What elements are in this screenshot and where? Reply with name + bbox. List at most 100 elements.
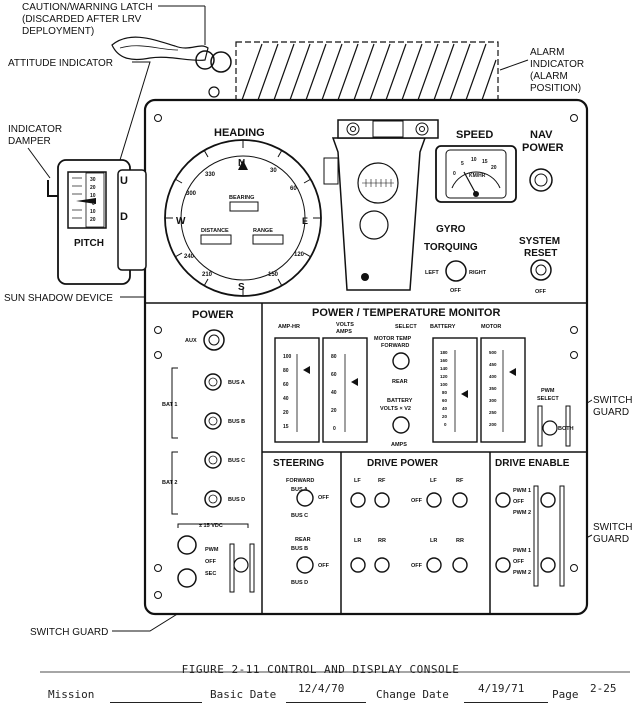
power-select-toggle[interactable] [233,557,249,573]
de-rear-right-switch[interactable] [540,557,556,573]
pwm1-label: PWM 1 [513,548,531,554]
mission-label: Mission [48,688,95,701]
wheel-lr-label: LR [430,538,437,544]
select-label: SELECT [395,324,417,330]
vdc-switch-1[interactable] [177,535,197,555]
system-reset: SYSTEM RESET OFF [519,236,560,295]
basic-date-blank [286,690,366,703]
volt-tick: 60 [331,372,337,378]
rear-label: REAR [392,379,408,385]
volt-tick: 0 [333,426,336,432]
steering-panel: STEERING FORWARD BUS A OFF BUS C REAR BU… [273,458,330,586]
bus-c-label: BUS C [291,513,308,519]
de-rear-left-switch[interactable] [495,557,511,573]
volt-tick: 80 [331,354,337,360]
volt-tick: 40 [331,390,337,396]
batt-tick: 20 [442,414,448,419]
basic-date-label: Basic Date [210,688,277,701]
callout-text: INDICATOR [8,124,62,135]
compass-s: S [238,282,245,293]
drive-power-label: DRIVE POWER [367,458,439,469]
rr-drive-switch[interactable] [374,557,390,573]
vdc-switch-2[interactable] [177,568,197,588]
rf-drive-switch[interactable] [374,492,390,508]
rr-drive-switch-2[interactable] [452,557,468,573]
compass-number: 330 [205,172,216,178]
batt-tick: 120 [440,374,448,379]
amp-tick: 60 [283,382,289,388]
alarm-indicator [235,41,499,103]
batt-tick: 160 [440,358,448,363]
steering-rear-switch[interactable] [296,556,314,574]
pwm2-label: PWM 2 [513,570,531,576]
pitch-tick: 10 [90,209,96,215]
rear-label: REAR [295,537,311,543]
amp-tick: 80 [283,368,289,374]
pwm-select-label: SELECT [537,396,559,402]
system-reset-off-label: OFF [535,289,547,295]
callout-text: DEPLOYMENT) [22,26,94,37]
wheel-rr-label: RR [378,538,386,544]
wheel-lf-label: LF [354,478,361,484]
speed-tick: 0 [453,171,456,177]
page-number: 2-25 [590,682,617,695]
off-label: OFF [411,563,423,569]
drive-enable-label: DRIVE ENABLE [495,458,570,469]
callout-text: SWITCH [593,522,632,533]
pitch-tick: 0 [92,201,95,207]
steering-forward-switch[interactable] [296,489,314,507]
heading-label: HEADING [214,127,265,139]
callout-text: CAUTION/WARNING LATCH [22,2,153,13]
change-date-value: 4/19/71 [478,682,525,695]
motor-tick: 350 [489,386,497,391]
batt-tick: 80 [442,390,448,395]
motor-temp-switch[interactable] [392,352,410,370]
bat1-label: BAT 1 [162,402,177,408]
pitch-tick: 10 [90,193,96,199]
battery-volts-label: VOLTS × V2 [380,406,411,412]
sec-label: SEC [205,571,216,577]
lf-drive-switch[interactable] [350,492,366,508]
pitch-indicator: 30 20 10 0 10 20 U D PITCH [47,159,147,285]
wheel-rf-label: RF [456,478,464,484]
volt-tick: 20 [331,408,337,414]
drive-power-panel: DRIVE POWER LF RF LF RF LR RR LR RR OFF … [350,458,468,573]
pwm-select-toggle[interactable] [542,420,558,436]
aux-label: AUX [185,338,197,344]
rf-drive-switch-2[interactable] [452,492,468,508]
batt-tick: 100 [440,382,448,387]
motor-tick: 200 [489,422,497,427]
system-reset-label: SYSTEM [519,236,560,247]
pitch-tick: 20 [90,217,96,223]
lf-drive-switch-2[interactable] [426,492,442,508]
speed-label: SPEED [456,129,493,141]
lr-drive-switch[interactable] [350,557,366,573]
compass-n: N [238,158,245,169]
callout-text: GUARD [593,407,629,418]
batt-tick: 180 [440,350,448,355]
gyro-switch[interactable] [445,260,467,282]
pwm2-label: PWM 2 [513,510,531,516]
change-date-label: Change Date [376,688,449,701]
bus-a-label: BUS A [291,487,308,493]
amp-tick: 40 [283,396,289,402]
batt-tick: 60 [442,398,448,403]
callout-text: SWITCH [593,395,632,406]
motor-tick: 300 [489,398,497,403]
drive-enable-panel: DRIVE ENABLE PWM 1 OFF PWM 2 PWM 1 OFF P… [495,458,570,587]
de-front-left-switch[interactable] [495,492,511,508]
screws [154,114,578,599]
vdc-label: ± 15 VDC [199,523,223,529]
amp-tick: 20 [283,410,289,416]
battery-volts-label: BATTERY [387,398,413,404]
pitch-d-label: D [120,211,128,223]
amps-selector-label: AMPS [391,442,407,448]
motor-tick: 500 [489,350,497,355]
compass-number: 240 [184,254,195,260]
callout-text: SUN SHADOW DEVICE [4,293,113,304]
de-front-right-switch[interactable] [540,492,556,508]
lr-drive-switch-2[interactable] [426,557,442,573]
change-date-blank [464,690,548,703]
battery-volts-switch[interactable] [392,416,410,434]
